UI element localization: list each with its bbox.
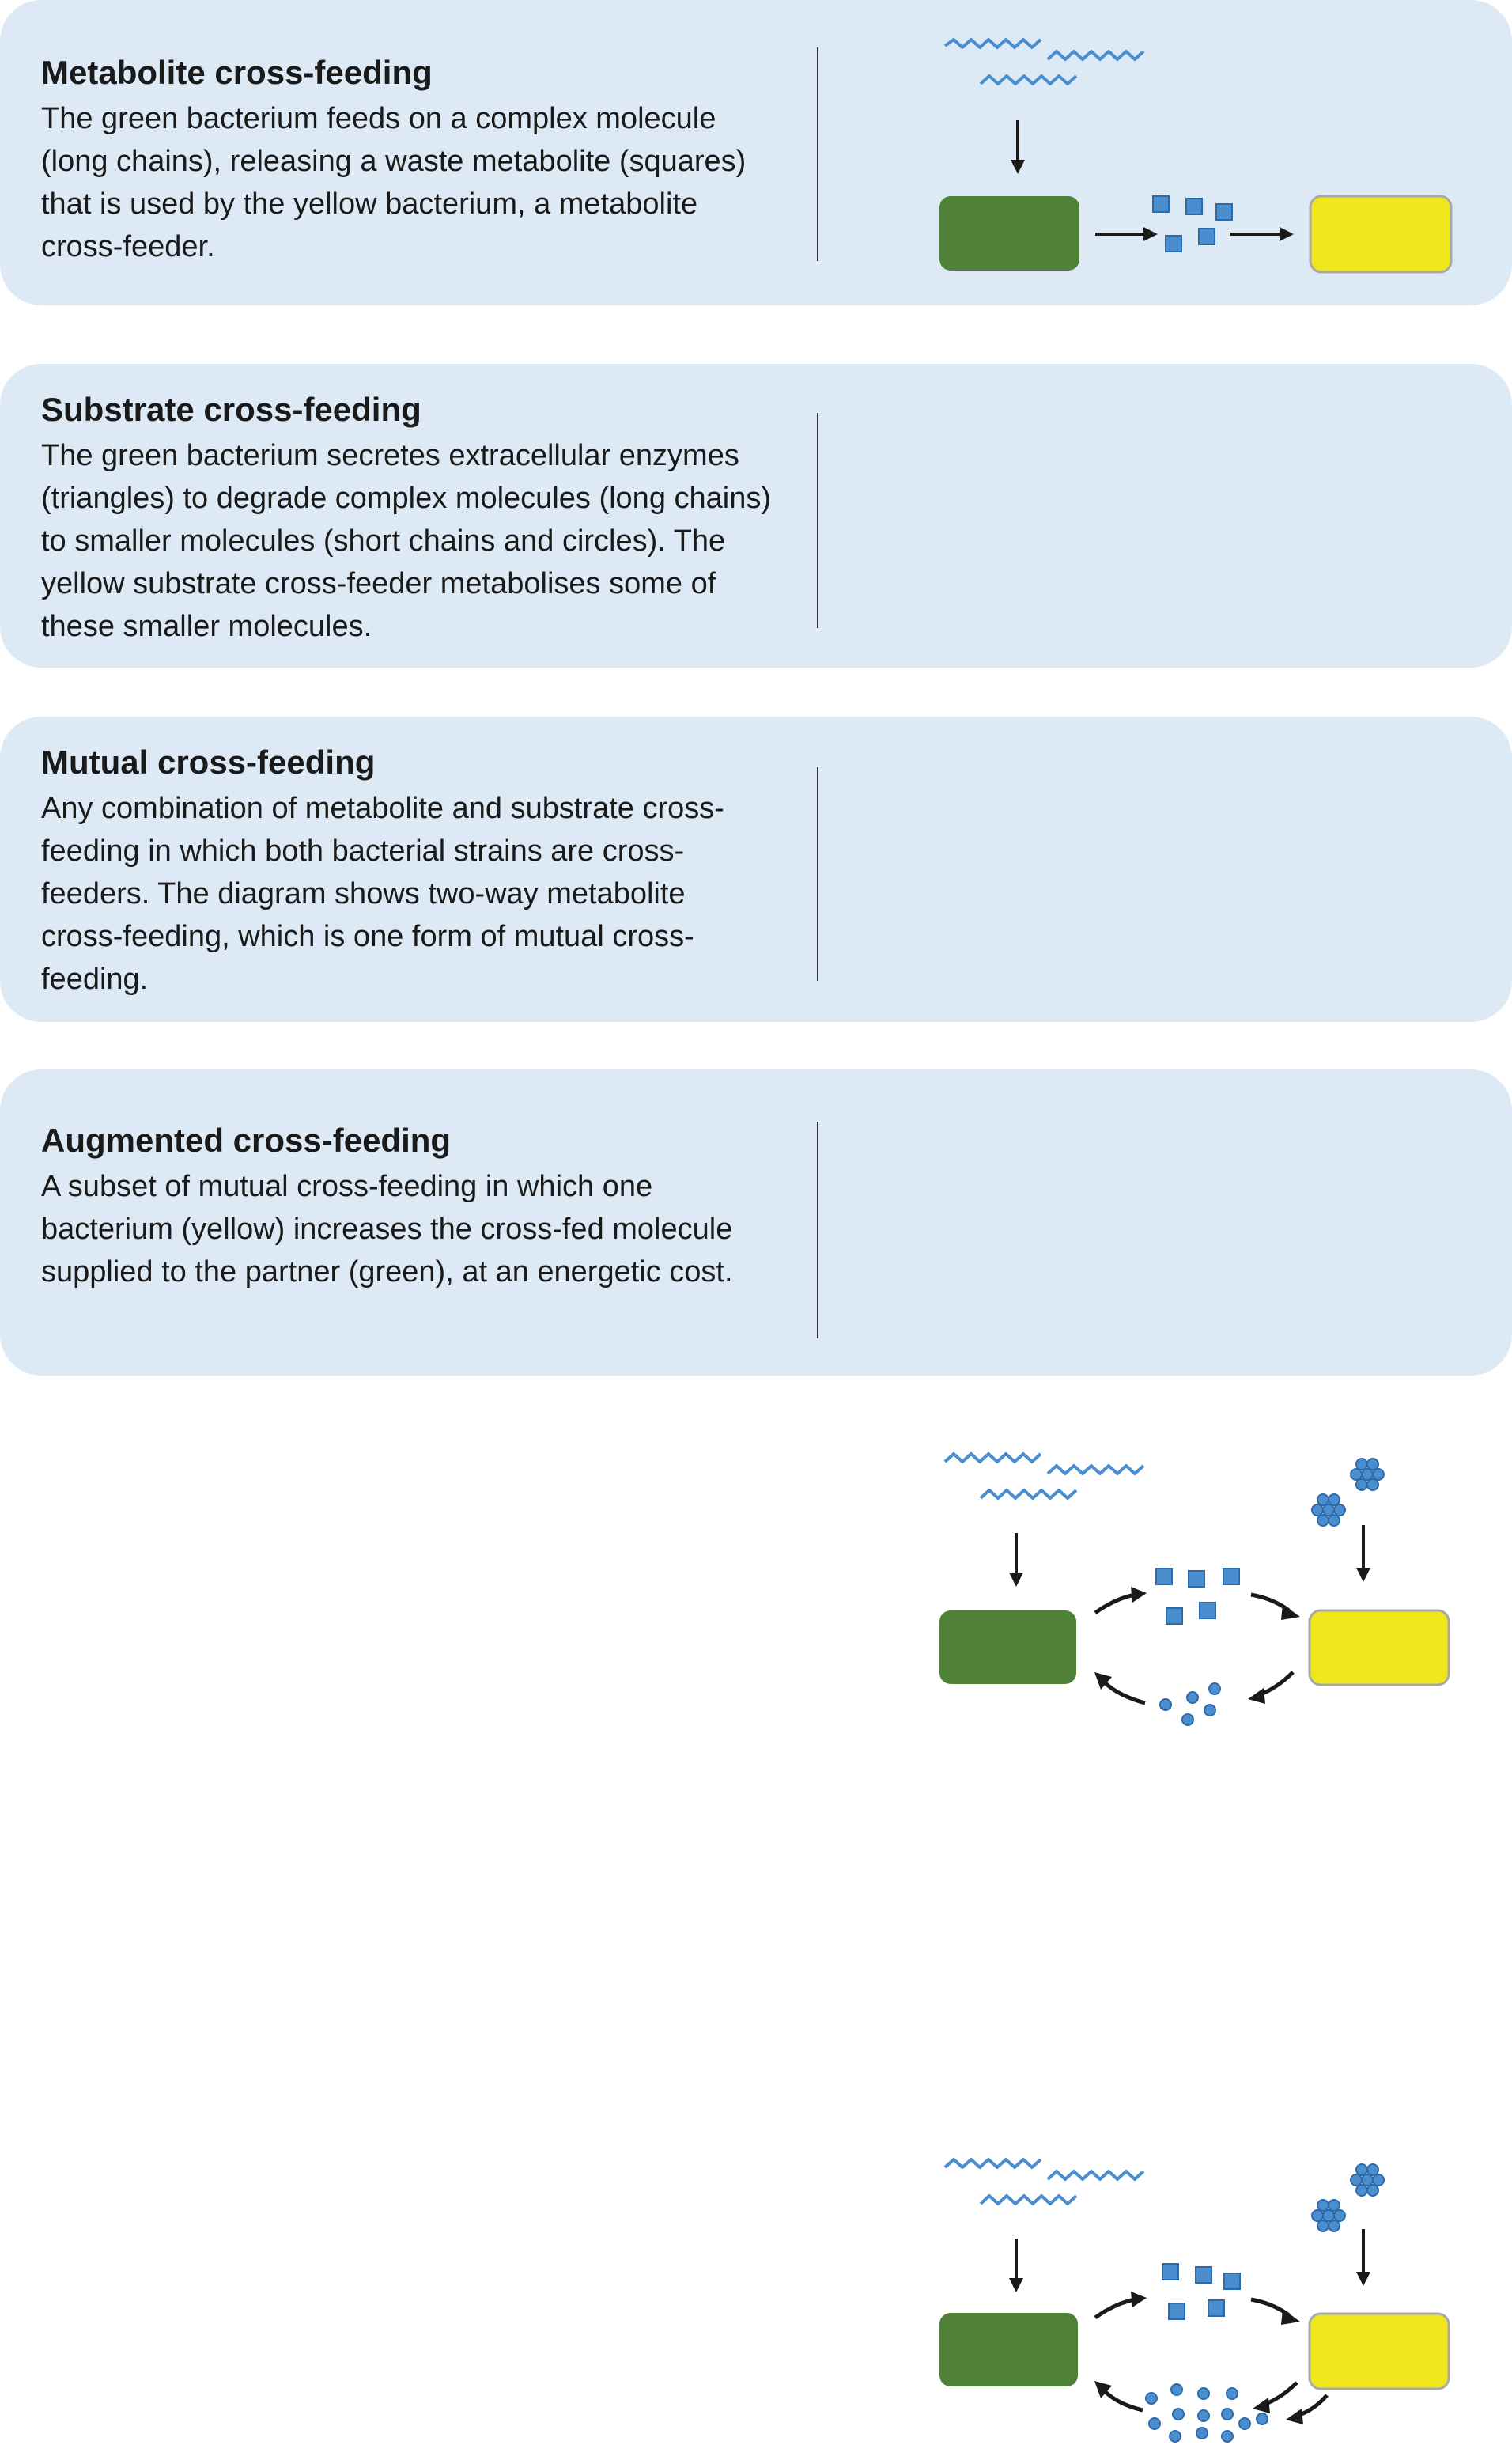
metabolite-square [1188, 1570, 1205, 1588]
arrowhead [1280, 227, 1294, 241]
curved-arrow [1094, 1592, 1136, 1615]
metabolite-square [1185, 198, 1203, 215]
long-chain [1046, 2170, 1145, 2181]
divider [817, 1122, 818, 1338]
long-chain [943, 1452, 1042, 1463]
panel-description: A subset of mutual cross-feeding in whic… [41, 1169, 733, 1289]
panel-description: Any combination of metabolite and substr… [41, 791, 724, 996]
green-bacterium [939, 196, 1079, 271]
long-chain [1046, 50, 1145, 61]
molecule-circle [1148, 2417, 1161, 2430]
molecule-circle [1221, 2430, 1234, 2443]
long-chain [1046, 1464, 1145, 1475]
arrowhead [1286, 2409, 1303, 2424]
molecule-circle [1197, 2387, 1210, 2400]
metabolite-square [1162, 2263, 1179, 2280]
long-chain [943, 38, 1042, 49]
yellow-bacterium [1309, 195, 1453, 274]
yellow-bacterium [1308, 1609, 1450, 1686]
metabolite-square [1166, 1607, 1183, 1625]
metabolite-square [1198, 228, 1215, 245]
molecule-circle [1208, 1682, 1221, 1695]
panel-title: Substrate cross-feeding [41, 391, 421, 428]
molecule-circle [1238, 2417, 1251, 2430]
panel-description: The green bacterium feeds on a complex m… [41, 101, 747, 263]
molecule-circle [1226, 2387, 1238, 2400]
metabolite-square [1215, 203, 1233, 221]
molecule-circle [1186, 1691, 1199, 1704]
molecule-circle [1197, 2409, 1210, 2422]
arrowhead [1131, 1587, 1147, 1603]
arrowhead [1011, 160, 1025, 174]
panel-text: Mutual cross-feeding Any combination of … [41, 742, 800, 1001]
panel-title: Metabolite cross-feeding [41, 54, 433, 91]
panel-description: The green bacterium secretes extracellul… [41, 438, 772, 643]
molecule-circle [1221, 2408, 1234, 2420]
panel-text: Metabolite cross-feeding The green bacte… [41, 52, 800, 268]
arrowhead [1253, 2398, 1270, 2413]
molecule-circle [1256, 2413, 1268, 2425]
arrowhead [1248, 1688, 1265, 1704]
divider [817, 767, 818, 981]
panel-text: Substrate cross-feeding The green bacter… [41, 389, 800, 648]
metabolite-square [1199, 1602, 1216, 1619]
metabolite-square [1195, 2266, 1212, 2284]
molecule-circle [1159, 1698, 1172, 1711]
molecule-circle [1172, 2408, 1185, 2420]
diagram-mutual [939, 1452, 1450, 1726]
curved-arrow [1104, 1682, 1146, 1705]
arrowhead [1009, 1573, 1023, 1587]
panel-mutual-cross-feeding: Mutual cross-feeding Any combination of … [0, 717, 1512, 1726]
divider [817, 47, 818, 261]
divider [817, 413, 818, 628]
molecule-circle [1196, 2427, 1208, 2439]
yellow-bacterium [1308, 2312, 1450, 2390]
diagram-metabolite [939, 38, 1453, 274]
metabolite-square [1152, 195, 1170, 213]
molecule-cluster [1311, 1458, 1385, 1527]
panel-substrate-cross-feeding: Substrate cross-feeding The green bacter… [0, 364, 1512, 1010]
curved-arrow [1104, 2390, 1143, 2413]
long-chain [979, 1489, 1078, 1500]
long-chain [979, 74, 1078, 85]
panel-text: Augmented cross-feeding A subset of mutu… [41, 1120, 800, 1293]
molecule-circle [1170, 2383, 1183, 2396]
panel-augmented-cross-feeding: Augmented cross-feeding A subset of mutu… [0, 1069, 1512, 2443]
green-bacterium [939, 2313, 1078, 2386]
panel-metabolite-cross-feeding: Metabolite cross-feeding The green bacte… [0, 0, 1512, 305]
molecule-circle [1181, 1713, 1194, 1726]
arrowhead [1281, 2309, 1300, 2325]
molecule-circle [1145, 2392, 1158, 2405]
long-chain [979, 2194, 1078, 2205]
arrowhead [1009, 2278, 1023, 2292]
arrowhead [1281, 1604, 1300, 1620]
metabolite-square [1223, 2273, 1241, 2290]
arrowhead [1143, 227, 1158, 241]
metabolite-square [1168, 2303, 1185, 2320]
arrowhead [1131, 2292, 1147, 2307]
panel-title: Mutual cross-feeding [41, 744, 376, 781]
molecule-cluster [1311, 2163, 1385, 2232]
arrowhead [1356, 2272, 1370, 2286]
green-bacterium [939, 1610, 1076, 1684]
molecule-circle [1169, 2430, 1181, 2443]
molecule-circle [1204, 1704, 1216, 1716]
metabolite-square [1165, 235, 1182, 252]
metabolite-square [1223, 1568, 1240, 1585]
long-chain [943, 2158, 1042, 2169]
diagram-augmented [939, 2158, 1450, 2443]
metabolite-square [1155, 1568, 1173, 1585]
metabolite-square [1208, 2299, 1225, 2317]
arrowhead [1356, 1568, 1370, 1582]
panel-title: Augmented cross-feeding [41, 1122, 452, 1159]
curved-arrow [1094, 2297, 1136, 2320]
